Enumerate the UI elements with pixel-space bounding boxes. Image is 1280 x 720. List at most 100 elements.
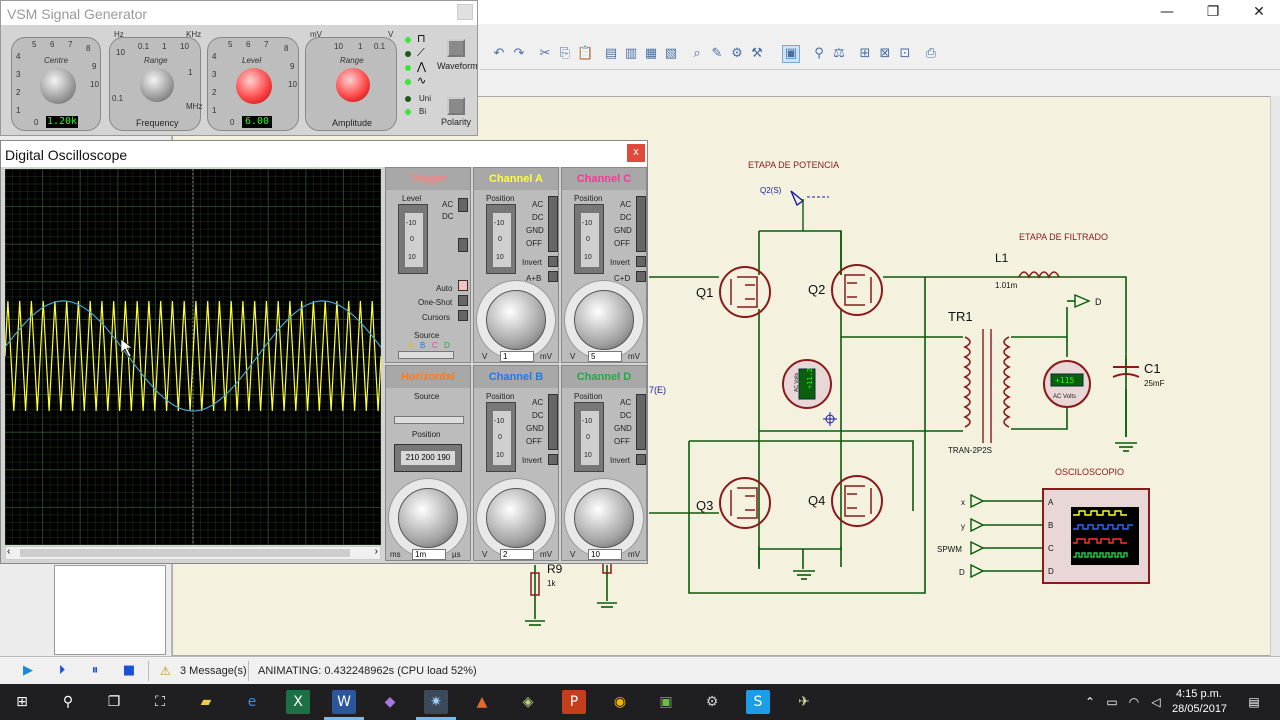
block-rotate-icon[interactable]: ▦ [644,46,658,61]
new-sheet-icon[interactable]: ⊞ [859,46,871,61]
resistor-r9[interactable] [530,572,540,596]
remove-sheet-icon[interactable]: ⊠ [879,46,891,61]
battery-icon[interactable]: ▭ [1106,695,1118,709]
trigger-source-slider[interactable] [398,351,454,359]
signal-generator-close-button[interactable] [457,4,473,20]
proteus-icon[interactable]: ✈ [798,694,810,710]
channel-d-invert-toggle[interactable] [636,454,646,465]
oscilloscope-hscrollbar[interactable]: ‹ › [5,546,381,560]
design-rules-icon[interactable]: ⚖ [833,46,845,61]
signal-generator-titlebar[interactable]: VSM Signal Generator [1,1,477,25]
pause-button[interactable]: ⏸ [91,663,99,678]
channel-c-invert-toggle[interactable] [636,256,646,267]
channel-a-coupling-switch[interactable] [548,196,558,252]
transformer-primary[interactable] [963,336,971,428]
a-plus-b-toggle[interactable] [548,271,558,282]
file-explorer-icon[interactable]: ▰ [200,694,212,710]
cut-icon[interactable]: ✂ [539,46,551,61]
auto-toggle[interactable] [458,280,468,291]
proteus-ares-icon[interactable]: ◈ [522,694,534,710]
clock-time[interactable]: 4:15 p.m. [1176,688,1222,700]
search-icon[interactable]: ⚲ [62,694,74,710]
ac-voltmeter-2[interactable] [1043,360,1091,408]
proteus-isis-icon[interactable]: ✷ [424,690,448,714]
channel-a-invert-toggle[interactable] [548,256,558,267]
package-tool-icon[interactable]: ⚒ [751,46,763,61]
scroll-left-icon[interactable]: ‹ [7,546,11,557]
undo-icon[interactable]: ↶ [493,46,505,61]
frequency-range-knob[interactable] [140,68,174,102]
channel-b-invert-toggle[interactable] [548,454,558,465]
channel-d-position-slider[interactable] [574,402,604,472]
find-icon[interactable]: ⚲ [814,46,824,61]
store-icon[interactable]: ⛶ [155,694,165,710]
visual-studio-icon[interactable]: ◆ [384,694,396,710]
channel-b-position-slider[interactable] [486,402,516,472]
channel-c-value[interactable]: 5 [588,351,622,362]
channel-a-volts-dial[interactable] [486,290,546,350]
netlist-icon[interactable]: ▣ [782,45,800,63]
task-view-icon[interactable]: ❐ [107,694,121,710]
minimize-button[interactable]: — [1160,4,1174,20]
mosfet-q2[interactable] [831,264,883,316]
oscilloscope-instrument[interactable] [1042,488,1150,584]
block-copy-icon[interactable]: ▤ [604,46,618,61]
edge-icon[interactable]: e [247,694,257,710]
voltage-probe[interactable] [790,190,805,207]
timebase-dial[interactable] [398,488,458,548]
trigger-edge-switch[interactable] [458,238,468,252]
scroll-right-icon[interactable]: › [374,546,378,557]
matlab-icon[interactable]: ▲ [476,694,488,710]
transformer-secondary[interactable] [1003,336,1011,428]
horizontal-position-wheel[interactable]: 210 200 190 [394,444,462,472]
close-button[interactable]: ✕ [1253,4,1265,20]
stop-button[interactable]: ■ [122,663,136,678]
c-plus-d-toggle[interactable] [636,271,646,282]
skype-icon[interactable]: S [746,690,770,714]
channel-a-position-slider[interactable] [486,204,516,274]
copy-icon[interactable]: ⎘ [559,46,571,61]
channel-b-value[interactable]: 2 [500,549,534,560]
clock-date[interactable]: 28/05/2017 [1172,703,1228,715]
scroll-thumb[interactable] [20,549,350,557]
trigger-level-slider[interactable] [398,204,428,274]
wifi-icon[interactable]: ◠ [1128,695,1140,709]
channel-c-volts-dial[interactable] [574,290,634,350]
volume-icon[interactable]: ◁ [1151,695,1161,709]
capacitor-c1-plate[interactable] [1112,373,1140,378]
powerpoint-icon[interactable]: P [562,690,586,714]
redo-icon[interactable]: ↷ [513,46,525,61]
terminal-d-arrow[interactable] [1074,293,1091,309]
channel-b-volts-dial[interactable] [486,488,546,548]
block-delete-icon[interactable]: ▧ [664,46,678,61]
notifications-icon[interactable]: ▤ [1248,695,1260,709]
level-knob[interactable] [236,68,272,104]
trigger-coupling-switch[interactable] [458,198,468,212]
tool-icon[interactable]: ⚙ [705,694,719,710]
channel-a-value[interactable]: 1 [500,351,534,362]
restore-button[interactable]: ❐ [1206,4,1220,20]
oscilloscope-screen[interactable] [4,168,382,546]
oscilloscope-close-button[interactable]: x [627,144,645,162]
warning-icon[interactable]: ⚠ [160,664,171,678]
oneshot-toggle[interactable] [458,295,468,306]
export-icon[interactable]: ⎙ [925,46,937,61]
mosfet-q1[interactable] [719,266,771,318]
chrome-icon[interactable]: ◉ [613,694,627,710]
cursors-toggle[interactable] [458,310,468,321]
make-device-icon[interactable]: ⚙ [731,46,743,61]
polarity-button[interactable] [447,97,465,115]
channel-c-coupling-switch[interactable] [636,196,646,252]
pick-device-icon[interactable]: ✎ [711,46,723,61]
minecraft-icon[interactable]: ▣ [659,694,673,710]
timebase-value[interactable]: 1m [412,549,446,560]
step-button[interactable]: ⏵ [58,663,66,678]
message-count[interactable]: 3 Message(s) [180,665,247,677]
channel-d-value[interactable]: 10 [588,549,622,560]
waveform-button[interactable] [447,39,465,57]
channel-b-coupling-switch[interactable] [548,394,558,450]
block-move-icon[interactable]: ▥ [624,46,638,61]
ac-voltmeter-1[interactable] [782,359,832,409]
word-icon[interactable]: W [332,690,356,714]
excel-icon[interactable]: X [286,690,310,714]
